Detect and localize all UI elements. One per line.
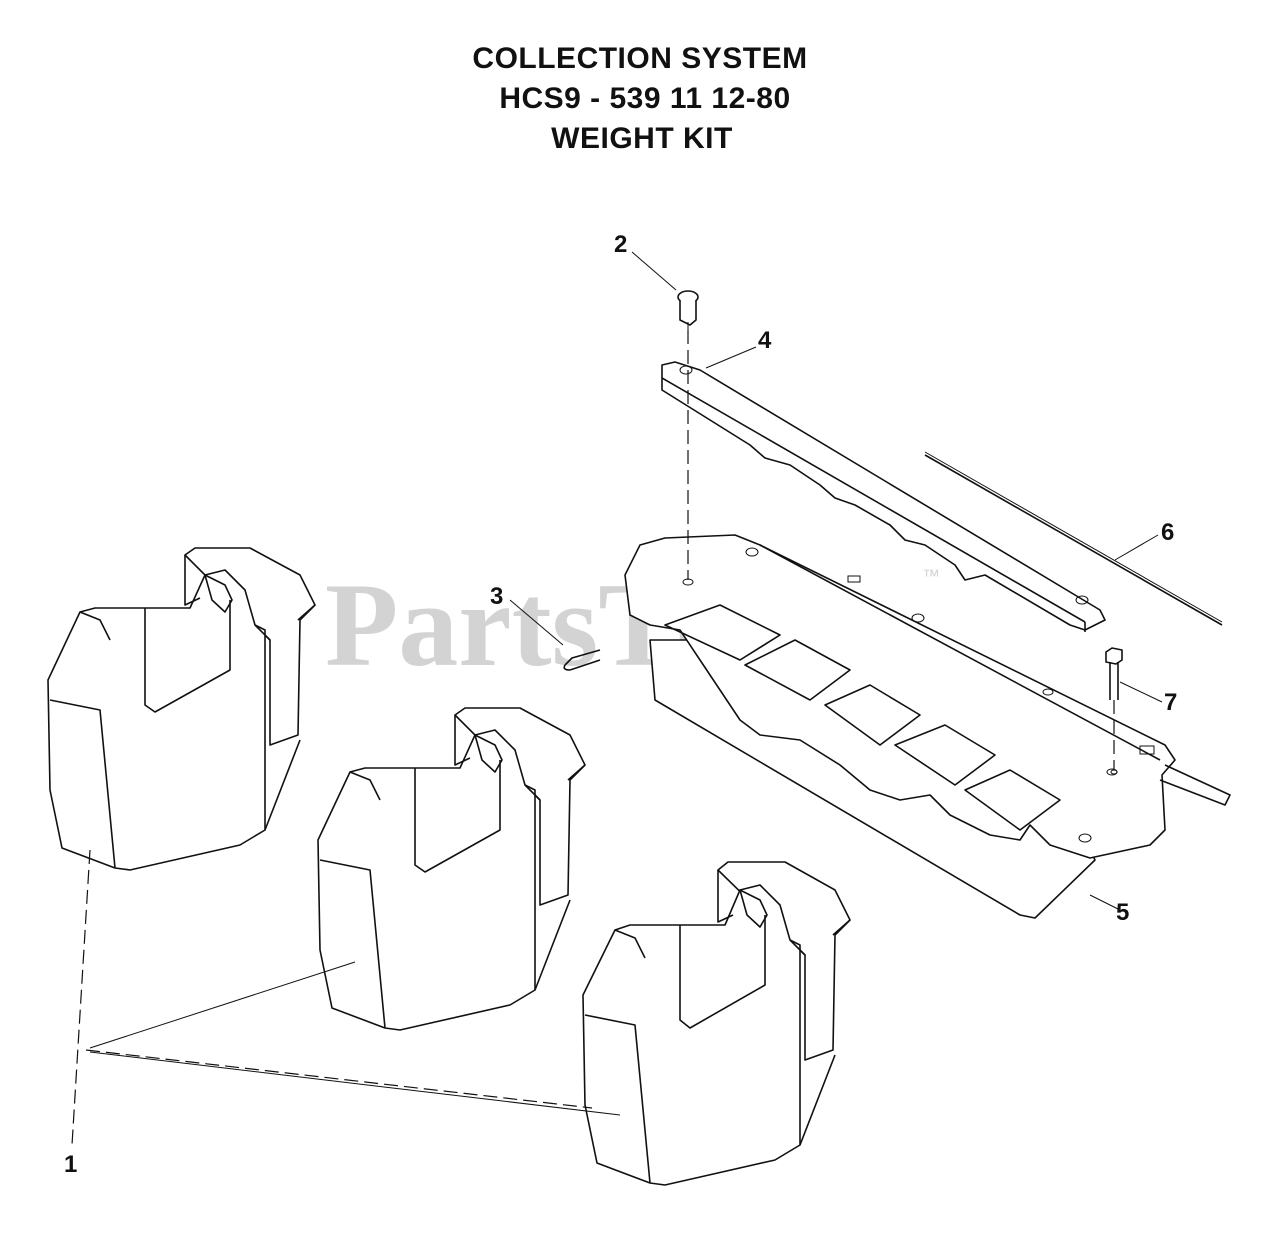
callout-1: 1 — [64, 1151, 77, 1178]
upper-strap — [661, 361, 1106, 632]
weight-block-1 — [47, 547, 316, 871]
callout-5: 5 — [1116, 899, 1129, 926]
diagram-title-line-1: COLLECTION SYSTEM — [472, 42, 808, 75]
callout-7: 7 — [1164, 689, 1177, 716]
weight-bracket — [624, 534, 1231, 919]
callout-2: 2 — [614, 231, 627, 258]
leader-lines — [71, 251, 1163, 1146]
rod — [924, 451, 1223, 626]
diagram-title-line-3: WEIGHT KIT — [551, 122, 733, 155]
callout-6: 6 — [1161, 519, 1174, 546]
weight-block-2 — [317, 707, 586, 1031]
callout-4: 4 — [758, 327, 772, 354]
callout-3: 3 — [490, 583, 503, 610]
watermark-trademark: ™ — [922, 566, 940, 586]
diagram-title-line-2: HCS9 - 539 11 12-80 — [499, 82, 791, 115]
bolt — [1105, 647, 1123, 775]
hairpin-clip — [563, 649, 601, 671]
pin — [677, 290, 699, 330]
weight-block-3 — [582, 861, 851, 1186]
